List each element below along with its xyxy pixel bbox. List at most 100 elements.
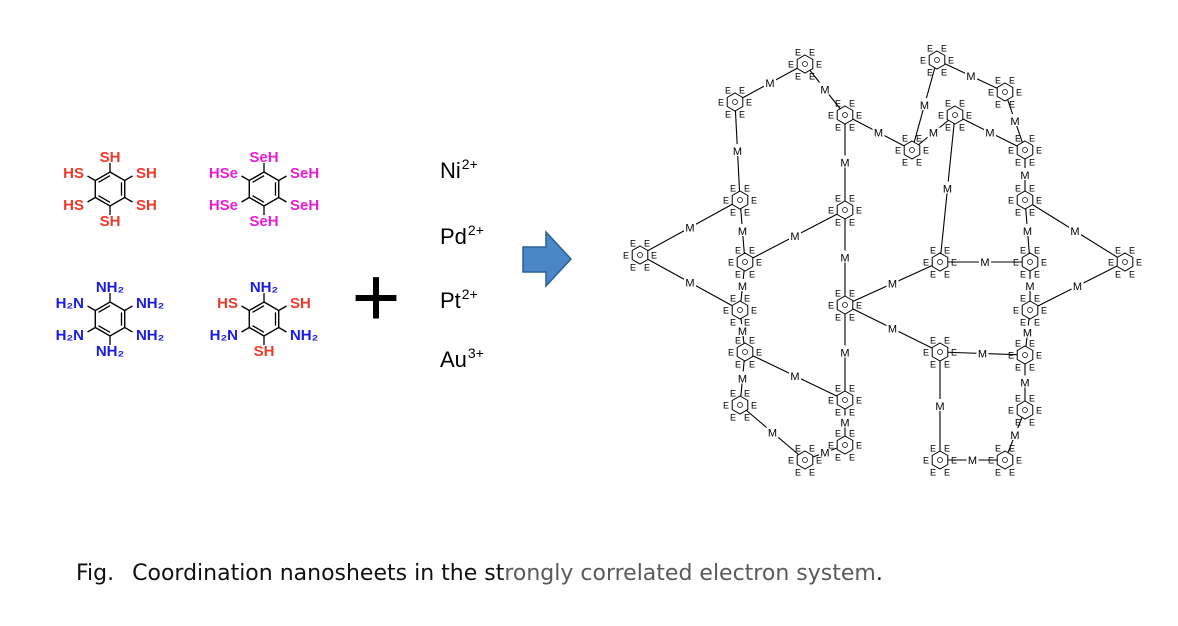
node-center [937,349,943,355]
node-atom-label: E [944,245,950,255]
caption-label: Fig. [76,561,115,586]
metal-label-bg [839,250,851,263]
metal-label-bg [731,144,744,156]
node-atom-label: E [849,313,855,323]
node-atom-label: E [938,111,944,121]
node-atom-label: E [795,72,801,82]
benzene-ring [248,301,280,337]
node-atom-label: E [1008,351,1014,361]
node-atom-label: E [828,111,834,121]
metal-label-bg [839,345,851,358]
node-center [937,259,943,265]
metal-center-label: M [1020,170,1029,182]
substituent-label-top-left: HS [217,295,238,312]
node-center [842,207,848,213]
node-center [802,457,808,463]
metal-center-label: M [1023,226,1032,238]
metal-label-bg [684,220,696,233]
node-atom-label: E [923,258,929,268]
node-atom-label: E [951,258,957,268]
metal-label-bg [1021,224,1034,236]
ion-charge: 3+ [467,345,484,361]
node-atom-label: E [1016,88,1022,98]
metal-center-label: M [840,418,849,430]
metal-center-label: M [935,401,944,413]
node-atom-label: E [728,258,734,268]
metal-label-bg [1021,325,1034,338]
metal-center-label: M [820,85,829,97]
node-atom-label: E [735,335,741,345]
node-atom-label: E [1029,418,1035,428]
metal-ion-1: Ni2+ [440,156,478,184]
node-atom-label: E [902,133,908,143]
node-ring [836,390,854,410]
node-ring [931,450,949,470]
node-atom-label: E [849,98,855,108]
node-center [1022,197,1028,203]
substituent-bond [241,305,250,312]
metal-center-label: M [920,100,929,112]
substituent-bond [241,175,250,182]
node-atom-label: E [1009,75,1015,85]
network-nodes: EEEEEEEEEEEEEEEEEEEEEEEEEEEEEEEEEEEEEEEE… [623,43,1142,477]
metal-center-label: M [1010,430,1019,442]
substituent-label-top: NH₂ [96,279,124,296]
node-atom-label: E [1108,258,1114,268]
metal-ion-3: Pt2+ [440,286,478,314]
benzene-ring [94,171,126,207]
node-atom-label: E [1008,146,1014,156]
metal-label-bg [976,346,989,359]
node-atom-label: E [1015,183,1021,193]
substituent-label-bottom: NH₂ [96,343,124,360]
node-ring [931,252,949,272]
node-atom-label: E [995,75,1001,85]
substituent-label-top: NH₂ [250,279,278,296]
node-ring [731,190,749,210]
node-atom-label: E [1029,133,1035,143]
metal-center-label: M [929,128,938,140]
node-atom-label: E [945,98,951,108]
node-center [737,197,743,203]
node-ring [1021,300,1039,320]
node-atom-label: E [728,348,734,358]
substituent-label-top-right: SH [136,165,157,182]
node-atom-label: E [959,98,965,108]
node-center [802,61,808,67]
node-atom-label: E [749,270,755,280]
node-atom-label: E [1129,245,1135,255]
node-atom-label: E [809,443,815,453]
node-atom-label: E [988,88,994,98]
node-atom-label: E [751,306,757,316]
node-ring [996,82,1014,102]
node-atom-label: E [739,85,745,95]
node-atom-label: E [835,218,841,228]
figure-caption: Fig.Coordination nanosheets in the stron… [76,561,883,586]
ion-charge: 2+ [461,156,478,172]
node-center [737,402,743,408]
node-atom-label: E [927,68,933,78]
node-atom-label: E [735,270,741,280]
node-ring [931,342,949,362]
metal-label-bg [941,181,954,194]
substituent-bond [241,196,250,203]
node-atom-label: E [644,263,650,273]
metal-label-bg [918,98,931,110]
node-atom-label: E [1020,270,1026,280]
ligand-structures: SHSHSHSHHSHSSeHSeHSeHSeHHSeHSeNH₂NH₂NH₂N… [56,149,319,360]
node-atom-label: E [651,251,657,261]
node-atom-label: E [920,56,926,66]
double-bond [252,195,265,203]
node-atom-label: E [744,388,750,398]
node-atom-label: E [1036,351,1042,361]
node-center [1027,259,1033,265]
plus-sign: + [351,250,400,344]
